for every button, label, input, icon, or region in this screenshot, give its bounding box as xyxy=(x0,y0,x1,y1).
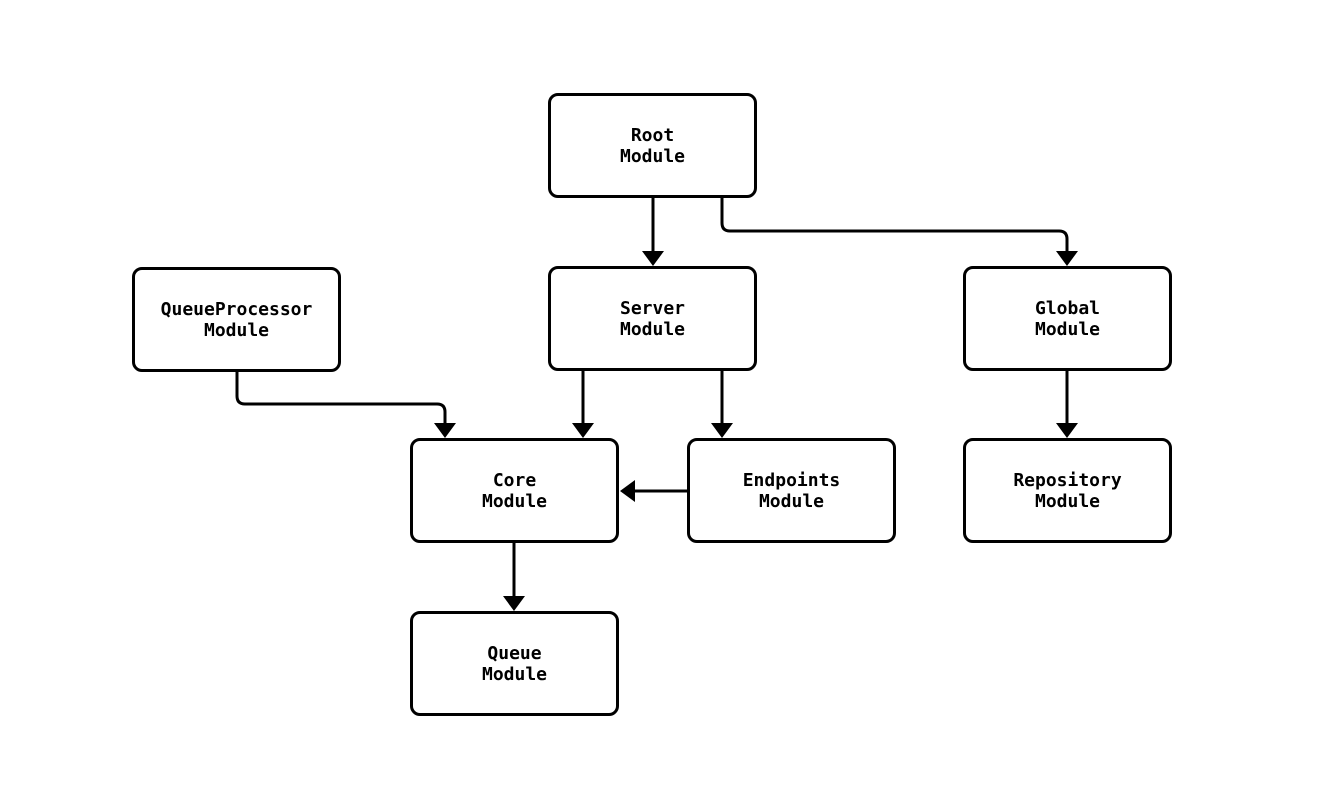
edge-queueprocessor-to-core xyxy=(235,372,447,423)
node-label-line: Root xyxy=(630,124,675,146)
node-label-line: Server xyxy=(619,297,686,319)
node-label-line: Module xyxy=(1034,490,1101,512)
node-label-line: Endpoints xyxy=(742,469,841,491)
node-label-line: Module xyxy=(1034,318,1101,340)
node-label-line: Module xyxy=(481,490,548,512)
node-label-line: QueueProcessor xyxy=(160,298,313,320)
arrowhead-icon-root-to-global xyxy=(1056,251,1078,266)
arrowhead-icon-endpoints-to-core xyxy=(620,480,635,502)
arrowhead-icon-server-to-endpoints xyxy=(711,423,733,438)
node-label-line: Queue xyxy=(487,642,542,664)
arrowhead-icon-server-to-core xyxy=(572,423,594,438)
node-label-line: Module xyxy=(619,145,686,167)
arrowhead-icon-root-to-server xyxy=(642,251,664,266)
node-label-line: Module xyxy=(481,663,548,685)
arrowhead-icon-core-to-queue xyxy=(503,596,525,611)
edge-root-to-global xyxy=(720,198,1069,251)
arrowhead-icon-global-to-repository xyxy=(1056,423,1078,438)
node-label-line: Repository xyxy=(1013,469,1122,491)
node-label-line: Module xyxy=(758,490,824,512)
node-label-line: Module xyxy=(203,319,270,341)
node-label-line: Core xyxy=(492,469,537,491)
arrowhead-icon-queueprocessor-to-core xyxy=(434,423,456,438)
node-label-line: Global xyxy=(1034,297,1101,319)
node-label-line: Module xyxy=(619,318,686,340)
